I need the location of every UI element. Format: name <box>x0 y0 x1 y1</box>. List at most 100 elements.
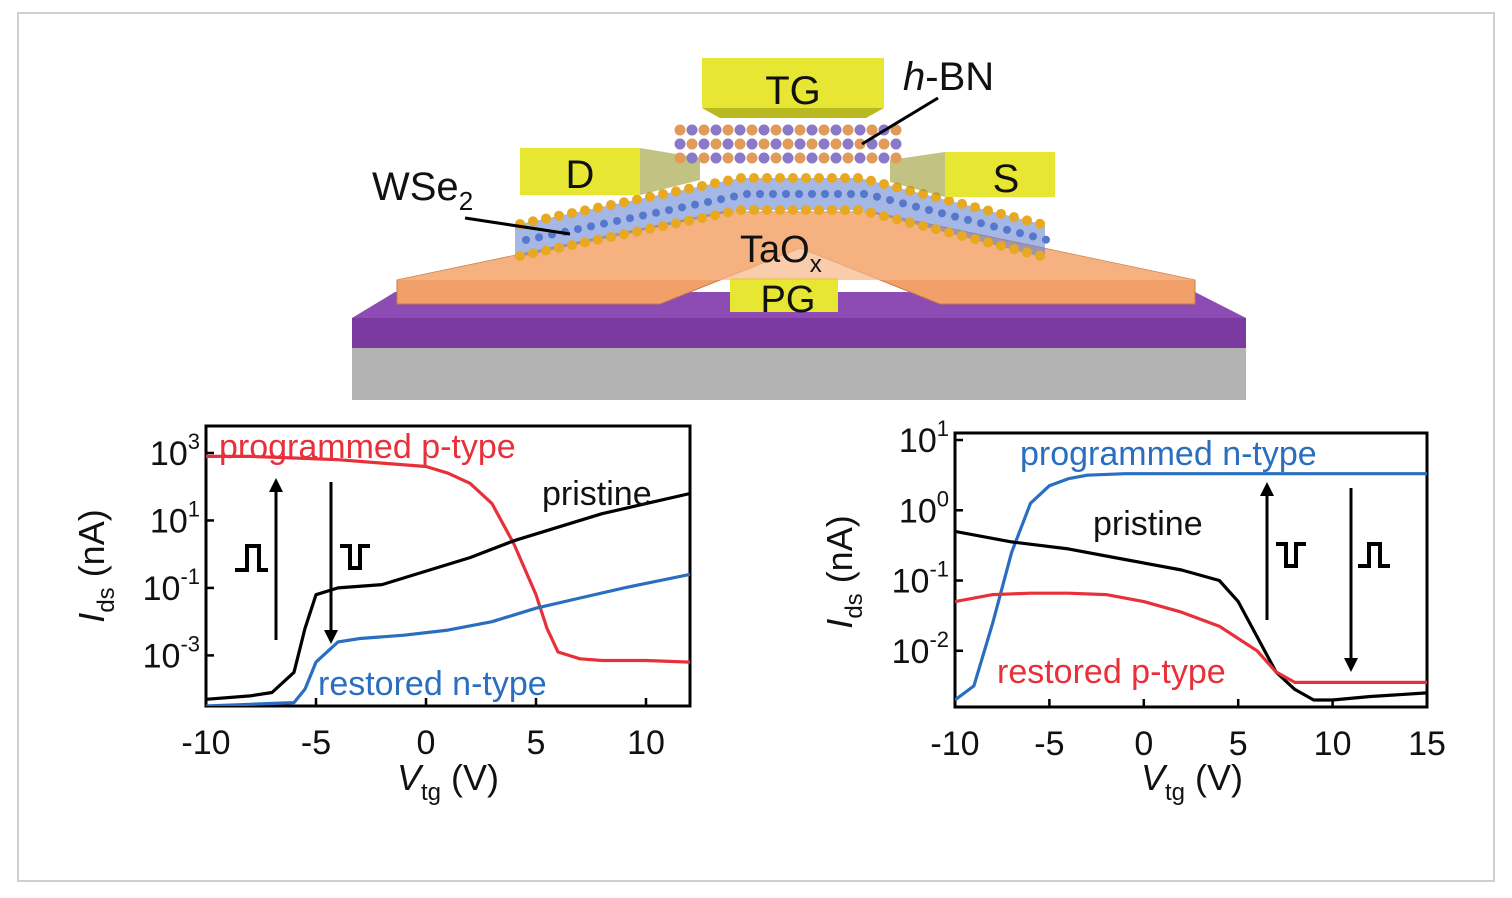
w-atom <box>652 208 660 217</box>
nitrogen-atom <box>830 152 842 164</box>
right-y-tick-base: 10 <box>899 422 937 460</box>
w-atom <box>860 190 868 198</box>
w-atom <box>873 192 881 201</box>
boron-atom <box>818 124 830 136</box>
right-x-tick-label: 15 <box>1408 725 1446 763</box>
left-x-axis-label: Vtg (V) <box>397 757 499 806</box>
left-y-tick-exp: -3 <box>180 631 200 656</box>
hbn-layer <box>674 124 902 164</box>
se-atom <box>541 213 551 224</box>
se-atom <box>710 178 720 189</box>
se-atom <box>879 211 889 222</box>
drain-electrode <box>520 148 640 195</box>
right-negative-pulse-icon <box>1276 542 1306 568</box>
boron-atom <box>758 138 770 150</box>
se-atom <box>580 205 590 216</box>
right-ylabel-unit: (nA) <box>819 515 860 593</box>
w-atom <box>756 190 764 198</box>
label-wse2-sub: 2 <box>459 186 473 216</box>
se-atom <box>567 208 577 219</box>
left-xlabel-unit: (V) <box>441 757 499 798</box>
w-atom <box>821 190 829 198</box>
boron-atom <box>746 152 758 164</box>
se-atom <box>515 250 525 261</box>
w-atom <box>574 225 582 234</box>
nitrogen-atom <box>722 138 734 150</box>
nitrogen-atom <box>770 138 782 150</box>
boron-atom <box>794 152 806 164</box>
top-gate-electrode-base <box>702 108 884 118</box>
left-xlabel-main: V <box>397 757 424 798</box>
se-atom <box>801 205 811 215</box>
w-atom <box>782 190 790 198</box>
nitrogen-atom <box>686 124 698 136</box>
w-atom <box>795 190 803 198</box>
left-series-pristine <box>206 491 690 701</box>
se-atom <box>606 199 616 210</box>
right-x-tick-label: -10 <box>930 725 979 763</box>
positive-pulse-icon <box>235 544 268 572</box>
left-y-tick-base: 10 <box>143 570 181 608</box>
substrate-oxide-layer <box>352 318 1246 348</box>
left-series-programmed-p-type <box>206 454 690 664</box>
se-atom <box>879 179 889 190</box>
se-atom <box>1035 250 1045 261</box>
nitrogen-atom <box>890 138 902 150</box>
w-atom <box>977 219 985 228</box>
se-atom <box>788 173 798 183</box>
se-atom <box>697 180 707 191</box>
w-atom <box>912 202 920 211</box>
right-y-tick-label: 10-2 <box>892 627 949 671</box>
nitrogen-atom <box>734 152 746 164</box>
w-atom <box>1029 232 1037 241</box>
boron-atom <box>842 124 854 136</box>
right-xlabel-unit: (V) <box>1185 757 1243 798</box>
nitrogen-atom <box>734 124 746 136</box>
se-atom <box>905 185 915 196</box>
left-y-tick-label: 103 <box>150 429 200 473</box>
label-hbn-italic: h <box>903 55 925 99</box>
se-atom <box>697 212 707 223</box>
label-taox: TaOx <box>740 229 822 278</box>
w-atom <box>704 197 712 206</box>
label-hbn: h-BN <box>903 55 994 99</box>
se-atom <box>892 182 902 193</box>
w-atom <box>808 190 816 198</box>
nitrogen-atom <box>758 152 770 164</box>
w-atom <box>717 195 725 204</box>
right-series-restored-p-type <box>955 591 1427 685</box>
silicon-substrate <box>352 348 1246 400</box>
boron-atom <box>830 138 842 150</box>
left-y-tick-base: 10 <box>150 502 188 540</box>
se-atom <box>619 229 629 240</box>
se-atom <box>866 207 876 218</box>
se-atom <box>645 223 655 234</box>
w-atom <box>990 222 998 231</box>
w-atom <box>951 212 959 221</box>
se-atom <box>528 216 538 227</box>
w-atom <box>925 206 933 215</box>
se-atom <box>970 202 980 213</box>
w-atom <box>899 199 907 208</box>
left-y-axis-label: Ids (nA) <box>71 509 120 622</box>
left-y-tick-base: 10 <box>150 435 188 473</box>
left-y-tick-exp: 3 <box>188 429 200 454</box>
left-y-tick-exp: -1 <box>180 564 200 589</box>
se-atom <box>1009 244 1019 255</box>
se-atom <box>1022 215 1032 226</box>
w-atom <box>834 190 842 198</box>
left-ylabel-sub: ds <box>93 587 120 612</box>
right-positive-pulse-icon <box>1358 542 1390 568</box>
left-annotation-pristine: pristine <box>542 475 652 513</box>
nitrogen-atom <box>806 152 818 164</box>
boron-atom <box>674 152 686 164</box>
se-atom <box>996 240 1006 251</box>
label-taox-sub: x <box>810 251 822 278</box>
nitrogen-atom <box>854 152 866 164</box>
nitrogen-atom <box>854 124 866 136</box>
boron-atom <box>770 124 782 136</box>
right-chart-frame <box>953 431 1429 709</box>
boron-atom <box>818 152 830 164</box>
left-down-arrowhead <box>324 630 338 644</box>
left-x-tick-label: -5 <box>301 724 331 762</box>
